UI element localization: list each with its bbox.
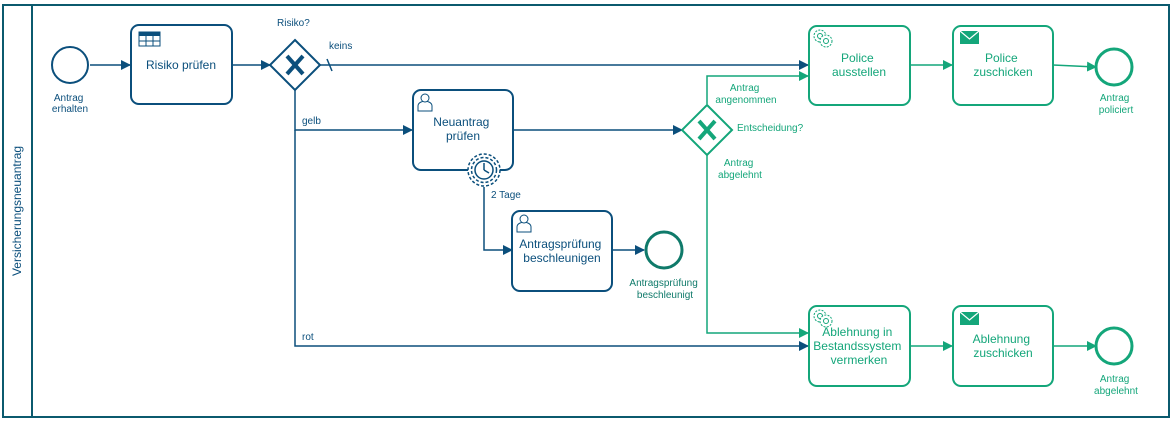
gateway-entscheidung-label: Entscheidung?	[737, 123, 804, 134]
x-icon	[285, 54, 305, 76]
task-label: Ablehnung in Bestandssystem vermerken	[813, 325, 904, 367]
gear-icon	[813, 29, 833, 48]
start-event-label: Antrag erhalten	[52, 93, 88, 115]
pool-name: Versicherungsneuantrag	[10, 146, 24, 276]
task-label: Neuantrag prüfen	[433, 115, 492, 143]
flow-label-rot: rot	[302, 332, 314, 343]
table-icon	[138, 31, 161, 47]
task-label: Police ausstellen	[832, 51, 886, 79]
end-event-beschleunigt[interactable]	[644, 230, 684, 270]
x-icon	[697, 119, 717, 141]
end-event-abgelehnt[interactable]	[1094, 326, 1134, 366]
task-antragspruefung-beschleunigen[interactable]: Antragsprüfung beschleunigen	[511, 210, 613, 292]
flow-police-zuschicken-to-end[interactable]	[1052, 61, 1097, 72]
gateway-entscheidung[interactable]	[680, 103, 734, 157]
pool: Versicherungsneuantrag	[2, 4, 1170, 418]
flow-timer-to-beschleunigen[interactable]	[483, 187, 513, 255]
flow-label-angenommen: Antrag angenommen	[715, 83, 776, 106]
end-event-policiert-label: Antrag policiert	[1099, 93, 1134, 116]
flow-label-gelb: gelb	[302, 116, 321, 127]
timer-label: 2 Tage	[491, 190, 521, 201]
envelope-icon	[959, 30, 980, 44]
task-label: Ablehnung zuschicken	[973, 332, 1034, 360]
task-risiko-pruefen[interactable]: Risiko prüfen	[130, 24, 233, 105]
flow-abgelehnt[interactable]	[706, 155, 809, 338]
clock-icon	[474, 160, 494, 180]
user-icon	[516, 214, 532, 233]
task-police-ausstellen[interactable]: Police ausstellen	[808, 25, 911, 106]
flow-label-abgelehnt: Antrag abgelehnt	[718, 158, 762, 181]
end-event-policiert[interactable]	[1094, 47, 1134, 87]
end-event-abgelehnt-label: Antrag abgelehnt	[1094, 374, 1138, 397]
start-event[interactable]	[51, 46, 89, 84]
default-flow-marker	[326, 58, 333, 72]
task-neuantrag-pruefen[interactable]: Neuantrag prüfen	[412, 89, 514, 171]
task-label: Police zuschicken	[973, 51, 1032, 79]
task-label: Antragsprüfung beschleunigen	[519, 237, 604, 265]
gear-icon	[813, 309, 833, 328]
gateway-risiko[interactable]	[268, 38, 322, 92]
envelope-icon	[959, 311, 980, 325]
flow-rot[interactable]	[294, 130, 809, 351]
user-icon	[417, 93, 433, 112]
flow-label-keins: keins	[329, 41, 352, 52]
flow-angenommen[interactable]	[706, 71, 809, 104]
timer-boundary-event[interactable]	[467, 153, 501, 187]
task-label: Risiko prüfen	[146, 58, 216, 72]
end-event-beschleunigt-label: Antragsprüfung beschleunigt	[629, 278, 700, 301]
task-ablehnung-vermerken[interactable]: Ablehnung in Bestandssystem vermerken	[808, 305, 911, 387]
task-ablehnung-zuschicken[interactable]: Ablehnung zuschicken	[952, 305, 1054, 387]
task-police-zuschicken[interactable]: Police zuschicken	[952, 25, 1054, 106]
gateway-risiko-label: Risiko?	[277, 18, 310, 29]
